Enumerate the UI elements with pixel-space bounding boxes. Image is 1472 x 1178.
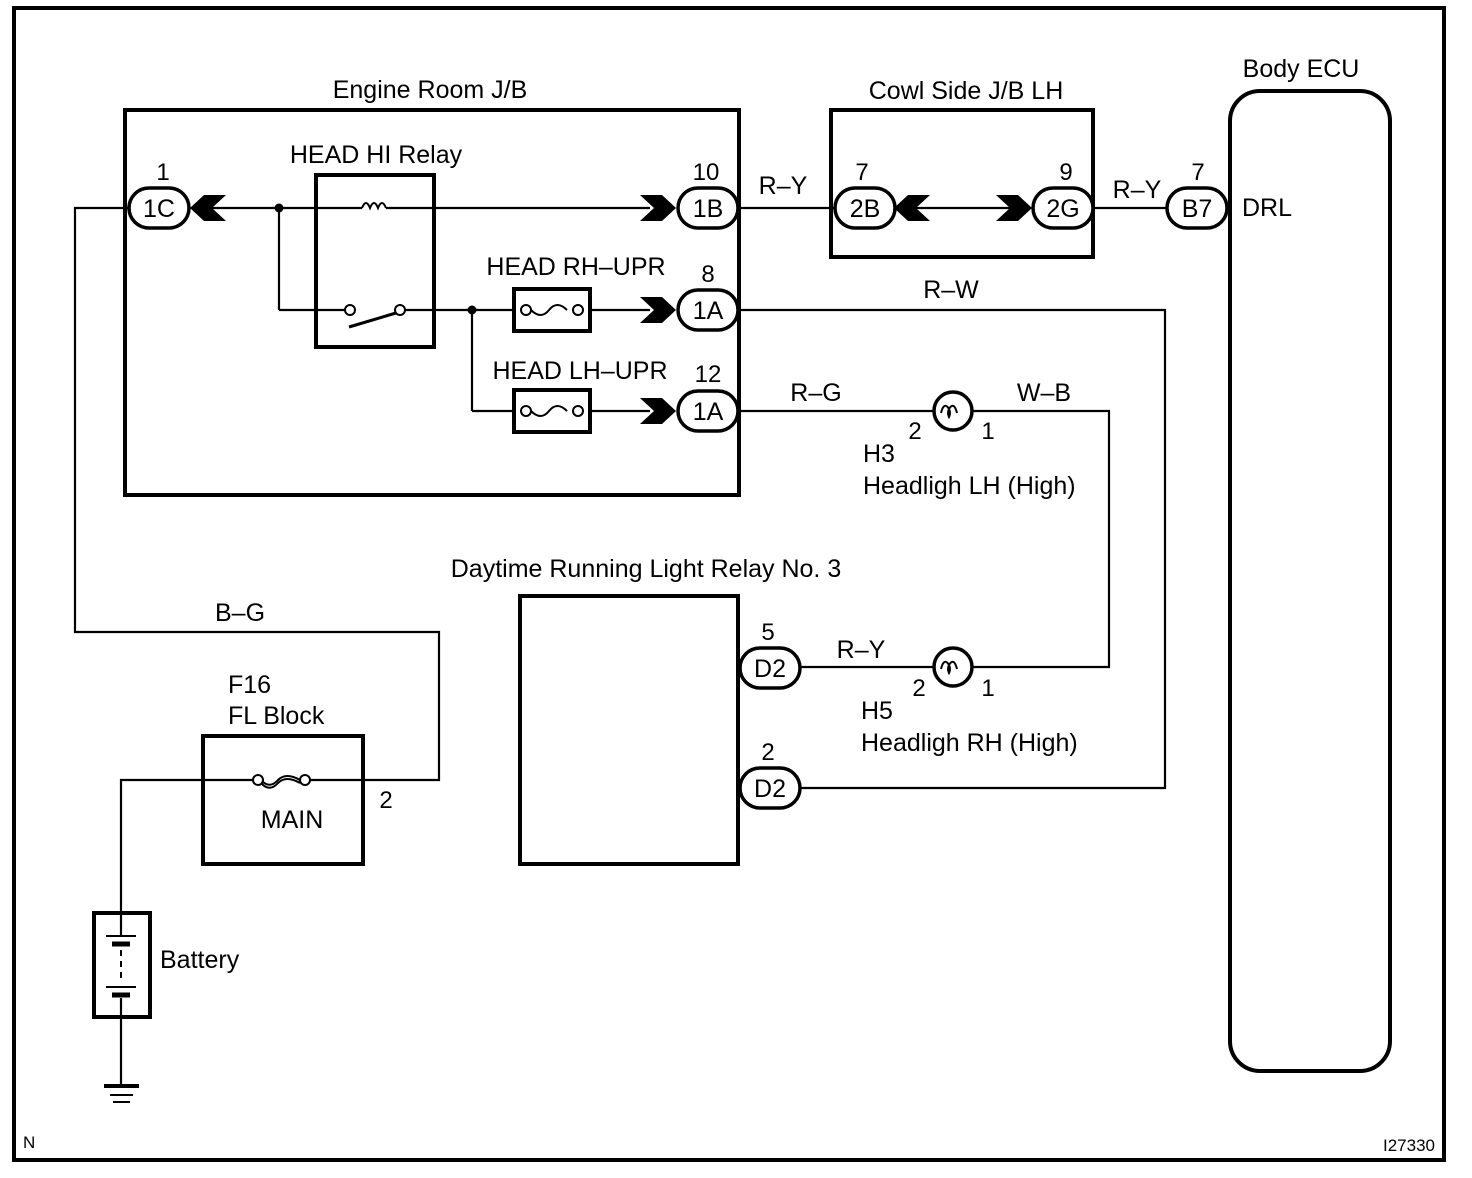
wire-color-label: R–Y xyxy=(837,636,886,664)
svg-text:1C: 1C xyxy=(143,195,175,223)
svg-text:1A: 1A xyxy=(693,297,724,325)
svg-text:2B: 2B xyxy=(850,195,881,223)
connector-d2-pin2: D2 2 xyxy=(738,739,802,810)
wire-color-label: R–G xyxy=(790,379,841,407)
cowl-side-jb-box xyxy=(829,108,1095,259)
headlight-lh: 2 1 H3 Headligh LH (High) xyxy=(863,390,1076,500)
svg-text:8: 8 xyxy=(701,261,714,288)
wire-color-label: R–Y xyxy=(1113,176,1162,204)
relay-coil-icon xyxy=(361,202,387,211)
corner-label: N xyxy=(23,1133,35,1152)
svg-text:2: 2 xyxy=(912,675,925,702)
svg-text:2G: 2G xyxy=(1046,195,1079,223)
fuse-box xyxy=(512,388,592,434)
headlight-lh-title: Headligh LH (High) xyxy=(863,472,1076,500)
figure-id: I27330 xyxy=(1383,1136,1435,1155)
connector-1b: 1B 10 xyxy=(676,159,740,230)
fuse-icon xyxy=(530,405,568,417)
body-ecu-terminal-drl: DRL xyxy=(1242,194,1292,222)
wire-color-label: R–W xyxy=(923,276,979,304)
svg-text:7: 7 xyxy=(855,159,868,186)
connector-chevrons xyxy=(190,195,1032,424)
svg-text:1A: 1A xyxy=(693,398,724,426)
connector-b7: B7 7 xyxy=(1165,159,1229,230)
body-ecu-box xyxy=(1228,89,1392,1073)
svg-text:D2: D2 xyxy=(754,775,786,803)
fl-block-box xyxy=(201,734,365,866)
fl-block-code: F16 xyxy=(228,671,271,699)
battery-label: Battery xyxy=(160,946,240,974)
drl-relay: Daytime Running Light Relay No. 3 xyxy=(451,555,841,866)
relay-switch-contact-icon xyxy=(394,304,406,316)
relay-switch-arm-icon xyxy=(348,311,397,329)
fl-block-title: FL Block xyxy=(228,702,325,730)
fl-block: F16 FL Block MAIN 2 xyxy=(201,671,393,866)
engine-room-jb-box xyxy=(123,108,741,497)
chevron-right-icon xyxy=(996,195,1032,221)
bulb-icon xyxy=(932,390,974,432)
connector-1a-pin8: 1A 8 xyxy=(676,261,740,332)
connector-d2-pin5: D2 5 xyxy=(738,619,802,690)
external-wires xyxy=(73,206,1167,1085)
svg-text:2: 2 xyxy=(908,418,921,445)
connector-2b: 2B 7 xyxy=(833,159,897,230)
connector-1c: 1C 1 xyxy=(127,159,191,230)
relay-switch-contact-icon xyxy=(344,304,356,316)
engine-room-wires xyxy=(210,203,650,413)
svg-text:2: 2 xyxy=(761,739,774,766)
fuse-head-lh-upr-title: HEAD LH–UPR xyxy=(492,357,667,385)
svg-text:7: 7 xyxy=(1191,159,1204,186)
svg-text:9: 9 xyxy=(1059,159,1072,186)
wire-color-label: W–B xyxy=(1017,379,1071,407)
fuse-head-rh-upr: HEAD RH–UPR xyxy=(486,253,666,333)
fuse-box xyxy=(512,287,592,333)
fl-block-pin: 2 xyxy=(379,787,392,814)
fl-block-fuse-label: MAIN xyxy=(261,806,324,834)
svg-text:1B: 1B xyxy=(693,195,724,223)
engine-room-jb: Engine Room J/B xyxy=(123,76,741,497)
bulb-filament-icon xyxy=(940,660,958,676)
ground-icon xyxy=(104,1084,139,1103)
bulb-filament-icon xyxy=(940,404,958,420)
chevron-right-icon xyxy=(640,398,676,424)
cowl-side-jb: Cowl Side J/B LH xyxy=(829,77,1095,259)
svg-text:5: 5 xyxy=(761,619,774,646)
fuse-head-lh-upr: HEAD LH–UPR xyxy=(492,357,668,434)
bulb-icon xyxy=(932,646,974,688)
headlight-rh-code: H5 xyxy=(861,697,893,725)
connector-1a-pin12: 1A 12 xyxy=(676,361,740,433)
head-hi-relay: HEAD HI Relay xyxy=(290,141,463,349)
drl-relay-title: Daytime Running Light Relay No. 3 xyxy=(451,555,841,583)
svg-text:1: 1 xyxy=(981,675,994,702)
chevron-left-icon xyxy=(190,195,226,221)
fusible-link-icon xyxy=(261,775,301,786)
body-ecu: Body ECU DRL xyxy=(1228,55,1392,1073)
fuse-head-rh-upr-title: HEAD RH–UPR xyxy=(486,253,665,281)
chevron-right-icon xyxy=(640,297,676,323)
headlight-lh-code: H3 xyxy=(863,440,895,468)
fuse-icon xyxy=(530,304,568,316)
svg-text:12: 12 xyxy=(695,361,722,388)
cowl-side-jb-title: Cowl Side J/B LH xyxy=(869,77,1064,105)
headlight-rh-title: Headligh RH (High) xyxy=(861,729,1078,757)
svg-text:1: 1 xyxy=(156,159,169,186)
engine-room-jb-title: Engine Room J/B xyxy=(333,76,528,104)
svg-text:1: 1 xyxy=(981,418,994,445)
wire-color-label: B–G xyxy=(215,599,265,627)
wire-color-label: R–Y xyxy=(759,172,808,200)
svg-text:B7: B7 xyxy=(1182,195,1213,223)
chevron-left-icon xyxy=(894,195,930,221)
svg-text:D2: D2 xyxy=(754,655,786,683)
body-ecu-title: Body ECU xyxy=(1243,55,1360,83)
svg-text:10: 10 xyxy=(693,159,720,186)
relay-box xyxy=(314,173,436,349)
head-hi-relay-title: HEAD HI Relay xyxy=(290,141,463,169)
diagram-frame xyxy=(12,6,1446,1162)
headlight-rh: 2 1 H5 Headligh RH (High) xyxy=(861,646,1078,757)
drl-relay-box xyxy=(518,594,740,866)
battery: Battery xyxy=(92,911,240,1019)
connector-2g: 2G 9 xyxy=(1031,159,1095,230)
chevron-right-icon xyxy=(640,195,676,221)
